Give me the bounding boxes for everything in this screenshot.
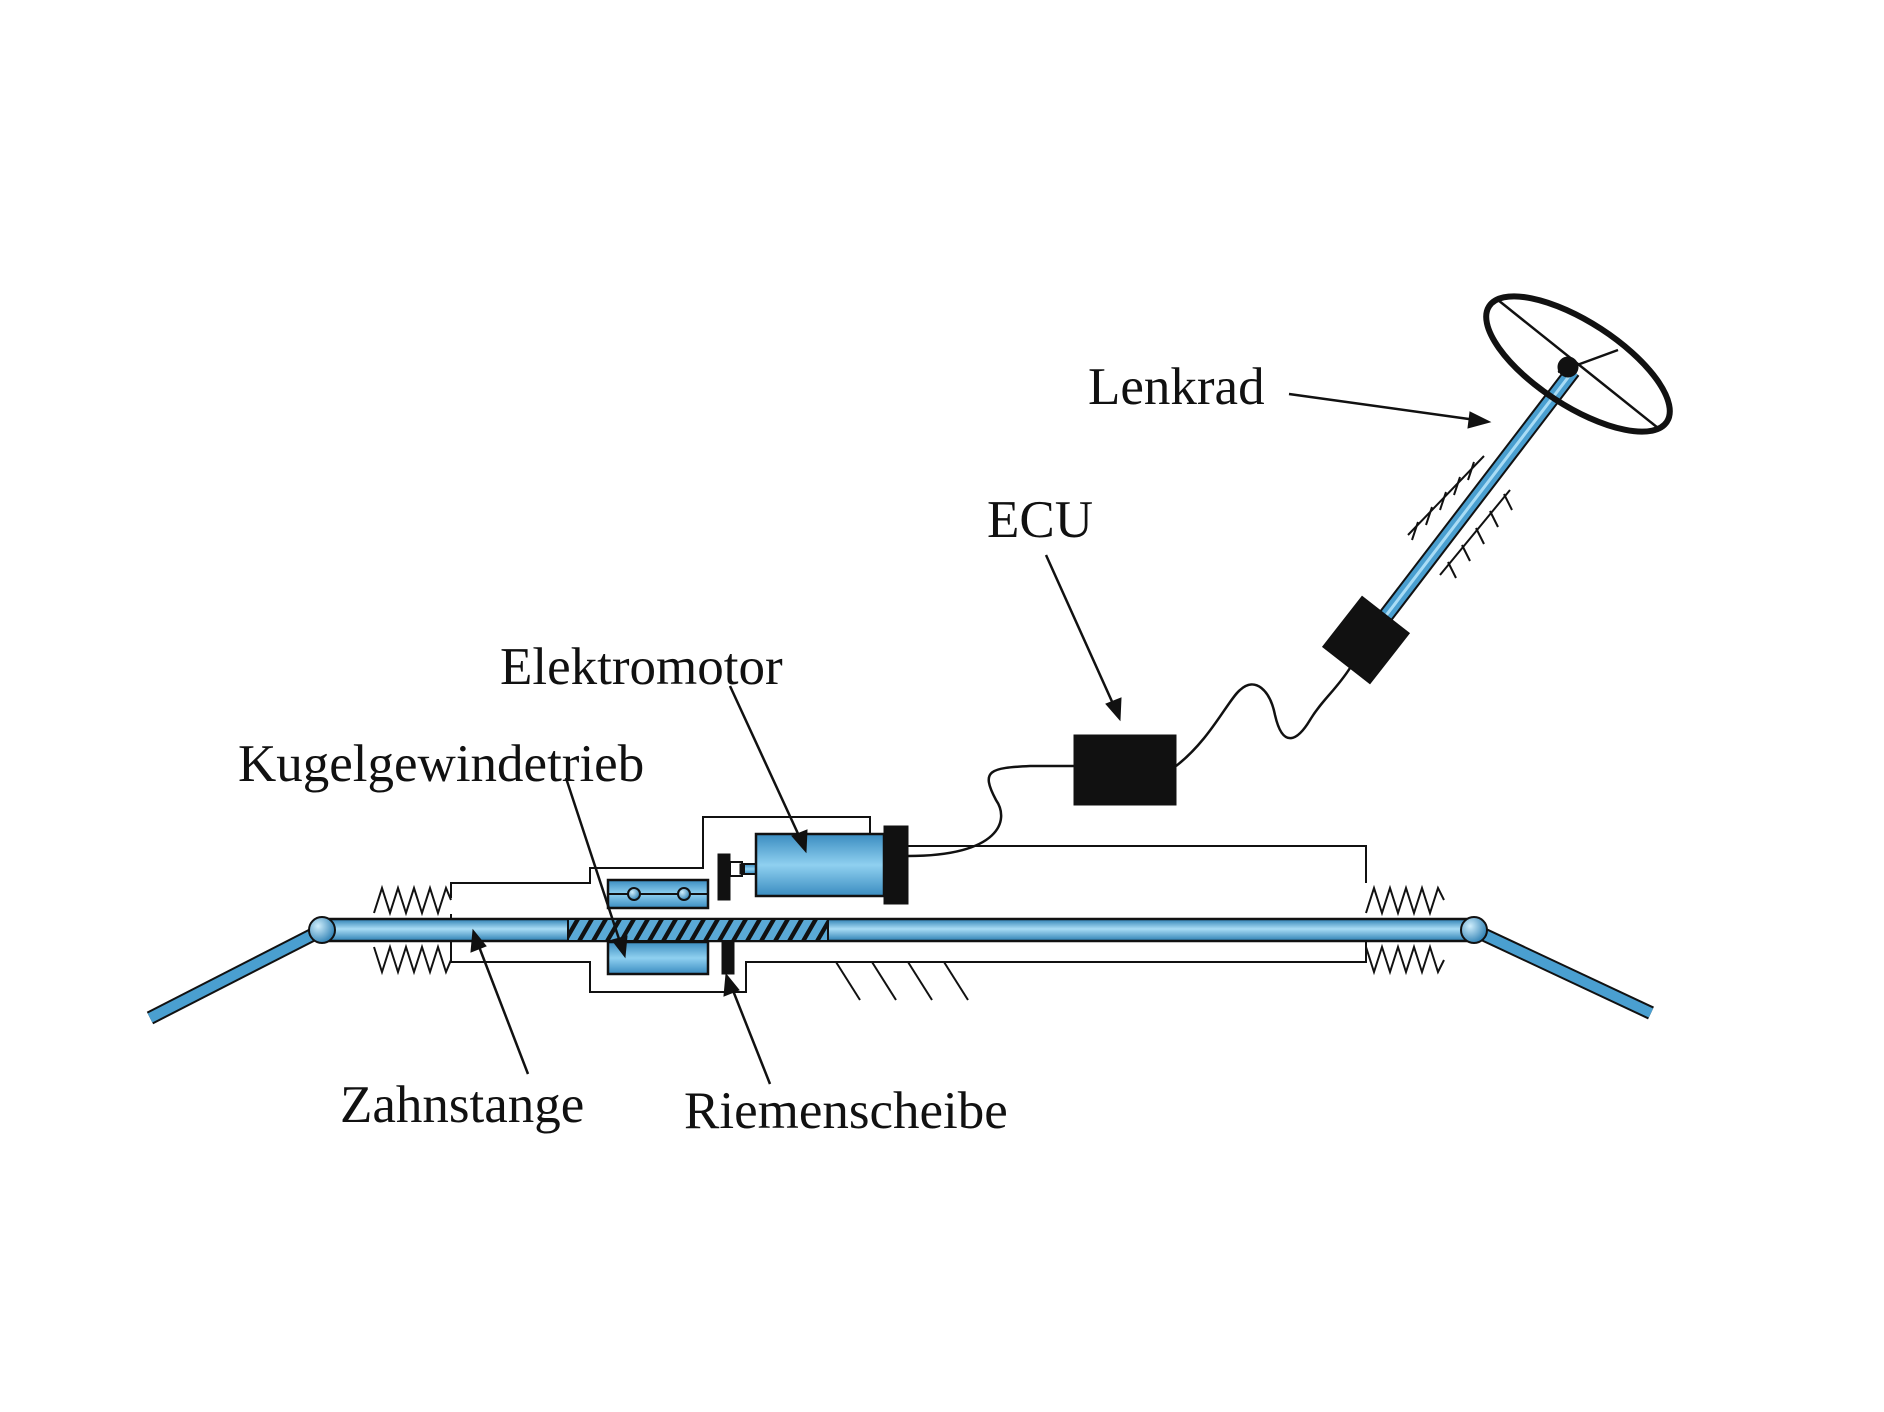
steering-wheel [1483, 293, 1673, 435]
label-riemenscheibe: Riemenscheibe [684, 1082, 1008, 1140]
leader-zahnstange [470, 928, 530, 1075]
ball-joint-right [1460, 916, 1488, 944]
label-zahnstange: Zahnstange [340, 1076, 584, 1134]
leader-elektromotor [728, 685, 808, 854]
leader-kugelgewindetrieb [564, 777, 628, 959]
leader-ecu [1044, 554, 1122, 722]
torque-sensor [1321, 595, 1411, 685]
tie-rod-right [1471, 923, 1654, 1020]
label-ecu: ECU [987, 491, 1093, 549]
label-kugelgewindetrieb: Kugelgewindetrieb [238, 735, 644, 793]
bellows-left [373, 884, 452, 976]
ball-screw-thread [567, 918, 829, 942]
label-elektromotor: Elektromotor [500, 638, 783, 696]
bellows-right [1365, 884, 1445, 976]
steering-column [1371, 366, 1580, 631]
ecu-sensor-cable [1175, 667, 1352, 767]
leader-lenkrad [1288, 392, 1492, 429]
rack [320, 917, 1476, 943]
rack-housing [450, 816, 1367, 993]
electric-motor [743, 825, 909, 905]
tie-rod-left [146, 923, 326, 1025]
ball-joint-left [308, 916, 336, 944]
column-bearing-hatching [1407, 455, 1513, 579]
ground-hatching [835, 961, 969, 1001]
motor-ecu-cable [907, 764, 1076, 858]
leader-riemenscheibe [723, 972, 772, 1085]
ecu-box [1073, 734, 1177, 806]
ball-nut [606, 878, 710, 976]
label-lenkrad: Lenkrad [1088, 358, 1265, 416]
pulley [717, 853, 747, 975]
